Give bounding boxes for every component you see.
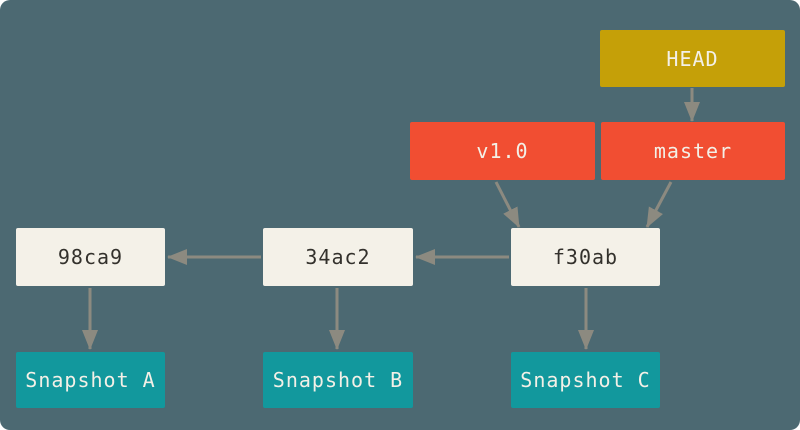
snapshot-b-node: Snapshot B: [263, 352, 413, 408]
branch-master-label: master: [653, 139, 733, 163]
snapshot-c-node: Snapshot C: [511, 352, 660, 408]
snapshot-b-label: Snapshot B: [272, 368, 404, 392]
snapshot-c-label: Snapshot C: [520, 368, 651, 392]
head-pointer-node: HEAD: [600, 30, 785, 87]
arrow-v1.0-to-f30ab: [494, 181, 521, 228]
arrow-master-to-f30ab: [645, 181, 673, 228]
tag-v1.0-label: v1.0: [476, 139, 529, 163]
snapshot-a-node: Snapshot A: [16, 352, 165, 408]
commit-34ac2-node: 34ac2: [263, 228, 413, 286]
commit-98ca9-label: 98ca9: [57, 245, 124, 269]
commit-98ca9-node: 98ca9: [16, 228, 165, 286]
branch-master-node: master: [601, 122, 785, 180]
commit-f30ab-node: f30ab: [511, 228, 660, 286]
commit-f30ab-label: f30ab: [552, 245, 619, 269]
tag-v1.0-node: v1.0: [410, 122, 595, 180]
snapshot-a-label: Snapshot A: [25, 368, 156, 392]
head-label: HEAD: [666, 46, 719, 71]
commit-34ac2-label: 34ac2: [305, 245, 371, 269]
